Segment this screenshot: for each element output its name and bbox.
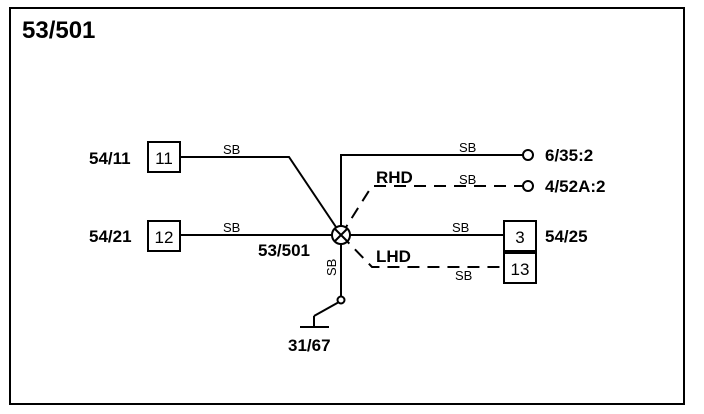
connector-54-25-label: 54/25 [545, 227, 588, 246]
wire-color-label: SB [459, 140, 476, 155]
connector-54-25-pin-bottom: 13 [511, 260, 530, 279]
splice-icon [331, 225, 351, 245]
connector-54-21-pin-box [147, 220, 181, 252]
wire-color-label: SB [459, 172, 476, 187]
connector-54-21-label: 54/21 [89, 227, 132, 246]
connector-54-25-pin-box-top [503, 220, 537, 252]
wire-color-label: SB [455, 268, 472, 283]
splice-label: 53/501 [258, 241, 310, 260]
wire-splice-to-6-35 [340, 154, 524, 235]
terminal-6-35-label: 6/35:2 [545, 146, 593, 165]
connector-54-25-pin-box-bottom [503, 252, 537, 284]
terminal-4-52a-label: 4/52A:2 [545, 177, 605, 196]
ground-icon [300, 301, 340, 328]
connector-54-25-pin-top: 3 [515, 228, 524, 247]
connector-54-11-pin: 11 [155, 149, 173, 168]
wire-rhd-to-4-52a [340, 185, 524, 236]
ground-terminal-icon [336, 295, 346, 305]
variant-lhd-label: LHD [376, 247, 411, 266]
diagram-frame [9, 7, 685, 405]
wire-color-label: SB [324, 259, 339, 276]
connector-54-21-pin: 12 [155, 228, 174, 247]
wire-color-label: SB [452, 220, 469, 235]
terminal-4-52a-icon [522, 180, 534, 192]
connector-54-11-label: 54/11 [89, 149, 131, 168]
diagram-title: 53/501 [22, 17, 95, 44]
variant-rhd-label: RHD [376, 168, 413, 187]
wire-color-label: SB [223, 220, 240, 235]
wire-lhd-to-54-25 [340, 234, 504, 268]
wire-54-11-to-splice [180, 156, 341, 234]
terminal-6-35-icon [522, 149, 534, 161]
wire-color-label: SB [223, 142, 240, 157]
ground-label: 31/67 [288, 336, 331, 355]
connector-54-11-pin-box [147, 141, 181, 173]
